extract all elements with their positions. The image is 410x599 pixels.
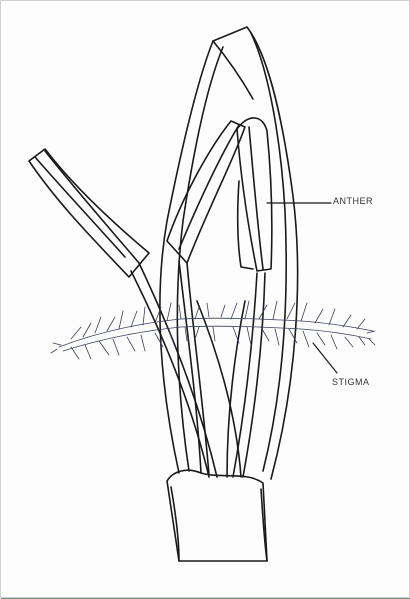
anther-left-groove [45, 151, 139, 263]
anther-left-top [35, 157, 125, 257]
glume-tip [213, 41, 253, 99]
anther-right-lower [238, 181, 253, 269]
anther-left [29, 149, 149, 277]
stigma-feathers [51, 301, 375, 359]
glume-right-inner [251, 33, 286, 471]
stigma-leader-line [313, 343, 337, 373]
anther-label: ANTHER [333, 196, 373, 206]
filament-6 [243, 273, 265, 477]
anther-upper [167, 121, 245, 263]
anther-right-groove [249, 127, 263, 269]
filament-4 [187, 263, 209, 475]
stigma-label: STIGMA [332, 377, 370, 387]
stem [167, 470, 267, 561]
filament-8 [227, 301, 245, 477]
filament-7 [197, 301, 241, 477]
